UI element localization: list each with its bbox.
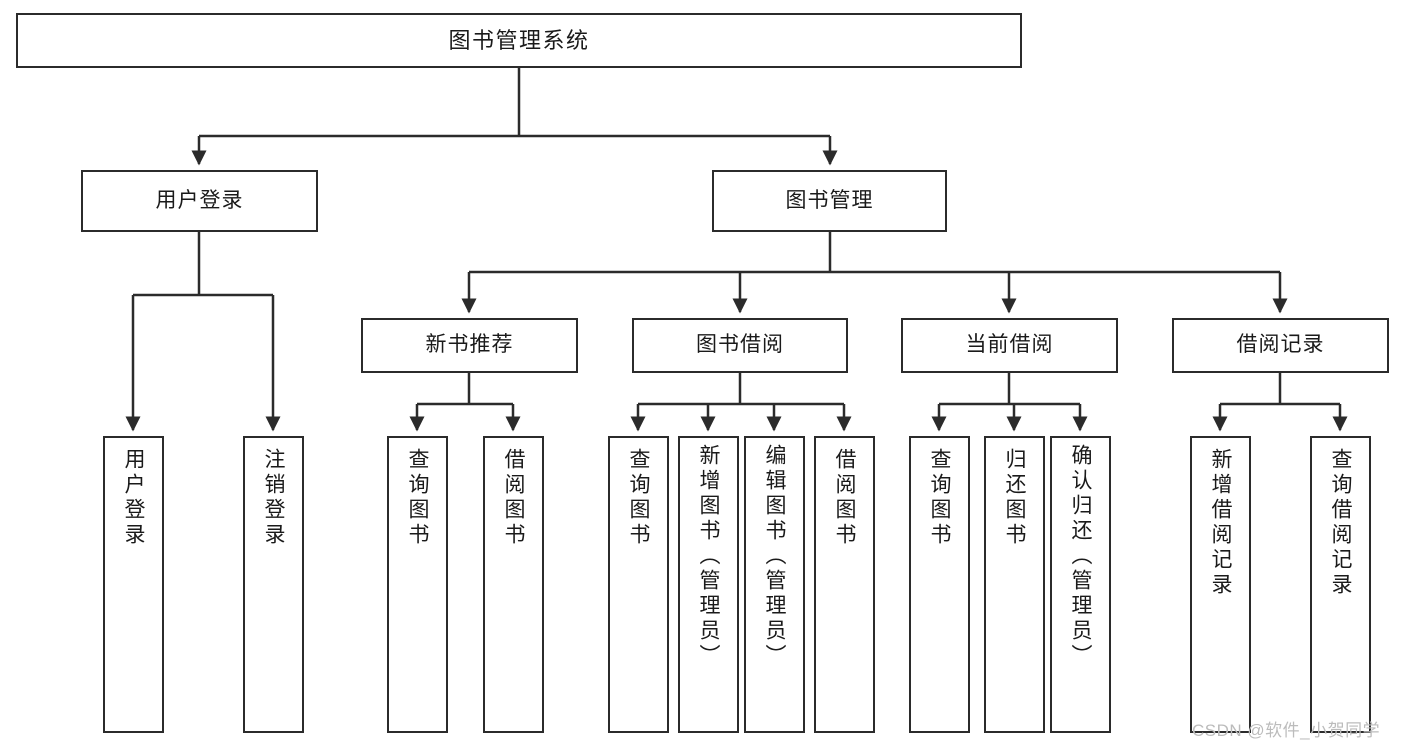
node-label: 当前借阅 bbox=[965, 333, 1054, 357]
node-label: 确认归还（管理员） bbox=[1069, 444, 1092, 669]
node-label: 借阅图书 bbox=[502, 448, 525, 548]
node-leaf-query-book-borrow[interactable]: 查询图书 bbox=[608, 436, 669, 733]
node-leaf-borrow-book-recommend[interactable]: 借阅图书 bbox=[483, 436, 544, 733]
node-label: 新增图书（管理员） bbox=[697, 444, 720, 669]
node-borrow-record[interactable]: 借阅记录 bbox=[1172, 318, 1389, 373]
node-leaf-borrow-book[interactable]: 借阅图书 bbox=[814, 436, 875, 733]
node-leaf-query-borrow-record[interactable]: 查询借阅记录 bbox=[1310, 436, 1371, 733]
node-label: 新书推荐 bbox=[425, 333, 514, 357]
node-label: 新增借阅记录 bbox=[1209, 448, 1232, 598]
node-label: 借阅图书 bbox=[833, 448, 856, 548]
node-book-management-system[interactable]: 图书管理系统 bbox=[16, 13, 1022, 68]
node-user-login[interactable]: 用户登录 bbox=[81, 170, 318, 232]
node-label: 注销登录 bbox=[262, 448, 285, 548]
node-new-book-recommend[interactable]: 新书推荐 bbox=[361, 318, 578, 373]
node-leaf-add-book-admin[interactable]: 新增图书（管理员） bbox=[678, 436, 739, 733]
csdn-watermark: CSDN @软件_小贺同学 bbox=[1192, 721, 1381, 740]
node-leaf-user-logout[interactable]: 注销登录 bbox=[243, 436, 304, 733]
node-leaf-add-borrow-record[interactable]: 新增借阅记录 bbox=[1190, 436, 1251, 733]
node-label: 查询借阅记录 bbox=[1329, 448, 1352, 598]
node-label: 归还图书 bbox=[1003, 448, 1026, 548]
node-book-borrow[interactable]: 图书借阅 bbox=[632, 318, 848, 373]
node-label: 查询图书 bbox=[928, 448, 951, 548]
node-label: 编辑图书（管理员） bbox=[763, 444, 786, 669]
node-label: 查询图书 bbox=[406, 448, 429, 548]
node-leaf-return-book[interactable]: 归还图书 bbox=[984, 436, 1045, 733]
node-label: 图书借阅 bbox=[696, 333, 784, 357]
node-label: 查询图书 bbox=[627, 448, 650, 548]
node-label: 图书管理 bbox=[785, 188, 874, 212]
node-label: 用户登录 bbox=[122, 448, 145, 548]
node-leaf-query-book-recommend[interactable]: 查询图书 bbox=[387, 436, 448, 733]
node-book-manage[interactable]: 图书管理 bbox=[712, 170, 947, 232]
node-label: 用户登录 bbox=[155, 188, 244, 212]
node-leaf-confirm-return-admin[interactable]: 确认归还（管理员） bbox=[1050, 436, 1111, 733]
node-leaf-query-book-current[interactable]: 查询图书 bbox=[909, 436, 970, 733]
node-label: 借阅记录 bbox=[1236, 333, 1325, 357]
node-current-borrow[interactable]: 当前借阅 bbox=[901, 318, 1118, 373]
node-leaf-user-login[interactable]: 用户登录 bbox=[103, 436, 164, 733]
node-label: 图书管理系统 bbox=[448, 27, 590, 53]
node-leaf-edit-book-admin[interactable]: 编辑图书（管理员） bbox=[744, 436, 805, 733]
